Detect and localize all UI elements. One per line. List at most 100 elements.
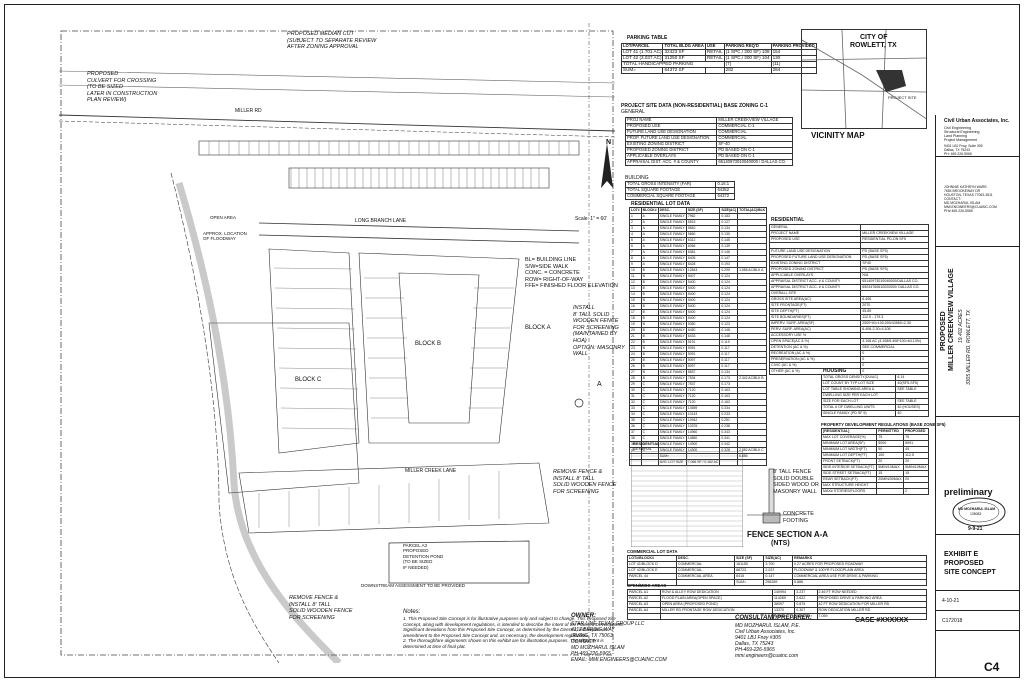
table-cell: 64372 SF [662, 67, 706, 74]
sheet-number-cell: C4 [936, 631, 1019, 677]
fence-section-graphic [747, 468, 797, 524]
table-cell: MAX# STORIES/FLOORS [820, 488, 878, 495]
small-residential-subtitle: GENERAL [633, 446, 653, 451]
text-line: MD MOZHARUL ISLAM [571, 645, 625, 651]
preliminary-label: preliminary [944, 487, 993, 497]
residential-general-title: RESIDENTIAL [771, 217, 805, 223]
table-cell [675, 579, 736, 586]
fence-section-note1: 8' TALL FENCE SOLID DOUBLE SIDED WOOD OR… [773, 469, 819, 495]
table-cell: 284 [770, 67, 817, 74]
text-line: Concept, along with development regulati… [403, 621, 624, 627]
seal-date: 9-9-21 [968, 526, 983, 532]
firm-name: Civil Urban Associates, Inc. [944, 118, 1010, 124]
table-cell: 2 [903, 488, 929, 495]
text-line: Dallas, TX 75243 [735, 641, 774, 647]
exhibit-cell: EXHIBIT E PROPOSED SITE CONCEPT [936, 535, 1019, 591]
exhibit-sub2: SITE CONCEPT [944, 569, 996, 576]
site-data-title: PROJECT SITE DATA (NON-RESIDENTIAL) BASE… [621, 103, 768, 109]
exhibit-sub1: PROPOSED [944, 560, 984, 567]
table-cell: LOT 41 (1.701 AC) [620, 49, 664, 56]
table-cell: (1 SPC./ 300 SF) 104 [723, 55, 772, 62]
text-line: 4117 BERING WAY [571, 627, 615, 633]
table-cell: 5.886 [792, 579, 927, 586]
notes-body: 1. This Proposed Site Concept is for ill… [403, 616, 733, 649]
table-cell: OTHER (AC & %) [768, 368, 862, 375]
open-misc-title: OPEN/MISC AREAS [627, 583, 667, 588]
housing-title: HOUSING [823, 368, 847, 374]
vicinity-city-line1: CITY OF [860, 34, 888, 41]
seal-name: MD MOZHARUL ISLAM [958, 507, 996, 511]
fence-section-subtitle: (NTS) [771, 540, 790, 547]
table-cell: 282 [723, 67, 772, 74]
downstream-note: DOWNSTREAM ASSESSMENT TO BE PROVIDED [361, 583, 466, 588]
fence-section-note2: CONCRETE FOOTING [783, 511, 814, 524]
scale-label: Scale: 1" = 60' [575, 216, 608, 222]
install-fence-note: INSTALL 8' TALL SOLID WOODEN FENCE FOR S… [573, 305, 625, 358]
drawing-sheet: PROPOSED MEDIAN CUT (SUBJECT TO SEPARATE… [4, 4, 1020, 678]
project-address: 3305 MILLER RD, ROWLETT, TX [966, 309, 972, 385]
consultant-title: CONSULTANT/PREPARER: [735, 615, 812, 621]
seal-number: 135083 [970, 512, 982, 516]
table-cell [876, 488, 905, 495]
building-table: TOTAL GROSS INTENSITY (FAR)0.16:1 TOTAL … [624, 181, 735, 200]
parking-table: LOT/PARCEL TOTAL BLDG AREA USE PARKING R… [620, 43, 817, 74]
residential-lot-data-title: RESIDENTIAL LOT DATA [631, 201, 691, 207]
firm-service: Civil Engineering [944, 126, 971, 130]
sheet-number: C4 [984, 660, 1000, 674]
commercial-lot-title: COMMERCIAL LOT DATA [627, 549, 678, 554]
remove-fence-note-bottom: REMOVE FENCE & INSTALL 8' TALL SOLID WOO… [289, 595, 353, 621]
project-name: MILLER CREEKVIEW VILLAGE [948, 268, 955, 371]
culvert-note: PROPOSED CULVERT FOR CROSSING (TO BE SIZ… [87, 71, 158, 104]
table-cell: SINGLE FAMILY (PD SF 5) [820, 410, 897, 417]
case-number: CASE #XXXXXX [855, 617, 909, 624]
text-line: PH-469-226-5965 [571, 651, 611, 657]
consultant-body: MD MOZHARUL ISLAM, P.E.Civil Urban Assoc… [735, 623, 800, 659]
table-cell: 64372 [715, 193, 735, 200]
engineer-info: JOHNNIE KATHRYN WARE 7654 BROOKEWAY DR H… [944, 185, 997, 214]
median-cut-note: PROPOSED MEDIAN CUT (SUBJECT TO SEPARATE… [287, 31, 377, 51]
vicinity-city-line2: ROWLETT, TX [850, 42, 897, 49]
table-cell: COMMERCIAL SQUARE FOOTAGE [624, 193, 717, 200]
open-area-label: OPEN AREA [210, 215, 237, 220]
block-b-label: BLOCK B [415, 341, 442, 347]
site-data-building: BUILDING [625, 175, 649, 181]
firm-address: 9401 LBJ Frwy, Suite 305 Dallas, TX 7524… [944, 144, 983, 157]
table-cell: 7,066 SF / 0.162 AC [685, 459, 721, 466]
vicinity-map-graphic [802, 30, 926, 128]
text-line: MD MOZHARUL ISLAM, P.E. [735, 623, 801, 629]
table-row: SINGLE FAMILY (PD SF 5)40 [820, 410, 929, 417]
north-arrow-icon [601, 143, 613, 188]
table-cell: 256289 [763, 579, 794, 586]
table-cell: (1 SPC./ 300 SF) 108 [723, 49, 772, 56]
text-line: IRVING, TX 75063 [571, 633, 613, 639]
text-line: EMAIL: MMI.ENGINEERS@CUAINC.COM [571, 657, 667, 663]
text-line: 9401 LBJ Frwy #305 [735, 635, 781, 641]
fence-section-title: FENCE SECTION A-A [747, 530, 829, 539]
table-cell: RETAIL [704, 49, 725, 56]
text-line: 1. This Proposed Site Concept is for ill… [403, 616, 616, 621]
prop-dev-regs-table: [RESIDENTIAL] PERMITTED PROPOSED MAX LOT… [820, 428, 929, 495]
block-c-label: BLOCK C [295, 377, 322, 383]
table-cell: RETAIL [704, 55, 725, 62]
section-a-marker: A [597, 381, 602, 388]
text-line: mmi.engineers@cuainc.com [735, 653, 799, 659]
seal-cell: preliminary MD MOZHARUL ISLAM 135083 9-9… [936, 417, 1019, 535]
site-plan [59, 23, 616, 663]
text-line: amendment to the Proposed Site Concept a… [403, 632, 589, 638]
floodway-note: APPROX. LOCATION OF FLOODWAY [203, 231, 247, 242]
